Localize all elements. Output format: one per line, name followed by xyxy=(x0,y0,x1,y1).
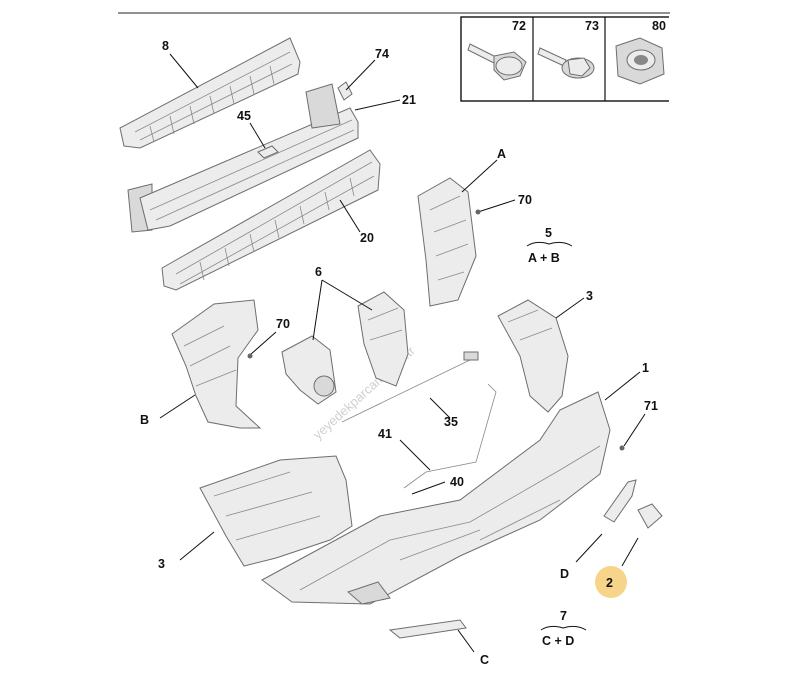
leader-C xyxy=(457,629,475,653)
part-B-side-bracket xyxy=(171,299,262,429)
leader-20 xyxy=(339,199,361,233)
leader-3-upper xyxy=(555,297,585,319)
part-3-left-panel xyxy=(199,455,353,567)
label-5-contents: A + B xyxy=(528,251,560,265)
flange-nut-icon xyxy=(615,37,665,85)
label-5: 5 xyxy=(545,226,552,240)
part-71-screw xyxy=(619,445,625,451)
fastener-table: 72 73 80 xyxy=(460,14,679,104)
leader-2 xyxy=(621,537,639,567)
leader-45 xyxy=(249,122,266,149)
leader-35 xyxy=(429,397,451,419)
flange-bolt-icon xyxy=(467,43,527,81)
fastener-80-label: 80 xyxy=(652,19,666,33)
leader-41 xyxy=(399,439,431,471)
leader-40 xyxy=(411,481,446,495)
label-B: B xyxy=(140,413,149,427)
label-1: 1 xyxy=(642,361,649,375)
part-70-upper-screw xyxy=(475,209,481,215)
part-6-bumper-guides xyxy=(281,291,409,405)
part-3-right-corner xyxy=(497,299,569,413)
part-45-clip xyxy=(257,145,279,159)
part-D-reflector xyxy=(603,479,637,523)
fastener-72-label: 72 xyxy=(512,19,526,33)
label-74: 74 xyxy=(375,47,389,61)
leader-6a xyxy=(312,279,323,341)
highlight-2 xyxy=(595,566,627,598)
part-1-bumper-cover xyxy=(261,391,611,605)
label-20: 20 xyxy=(360,231,374,245)
part-C-reflector xyxy=(388,619,467,639)
label-41: 41 xyxy=(378,427,392,441)
part-21-reinforcement-beam xyxy=(127,83,359,233)
part-20-lower-absorber xyxy=(161,149,381,291)
label-21: 21 xyxy=(402,93,416,107)
washer-bolt-icon xyxy=(537,47,595,79)
part-2-trim xyxy=(637,503,663,529)
label-D: D xyxy=(560,567,569,581)
label-70-lower: 70 xyxy=(276,317,290,331)
leader-A xyxy=(461,159,498,193)
leader-B xyxy=(159,394,196,419)
leader-70-upper xyxy=(477,199,516,213)
part-74-bolt xyxy=(337,81,353,101)
leader-8 xyxy=(169,53,199,89)
label-3-upper: 3 xyxy=(586,289,593,303)
label-A: A xyxy=(497,147,506,161)
label-8: 8 xyxy=(162,39,169,53)
leader-6b xyxy=(321,279,373,311)
label-45: 45 xyxy=(237,109,251,123)
kit-7-group: 7 C + D xyxy=(540,609,587,648)
label-6: 6 xyxy=(315,265,322,279)
part-A-side-bracket xyxy=(417,177,477,307)
label-40: 40 xyxy=(450,475,464,489)
part-70-lower-screw xyxy=(247,353,253,359)
part-8-impact-absorber xyxy=(119,37,301,149)
label-2: 2 xyxy=(606,576,613,590)
fastener-73-label: 73 xyxy=(585,19,599,33)
leader-1 xyxy=(604,371,641,401)
label-7-contents: C + D xyxy=(542,634,574,648)
leader-D xyxy=(575,533,603,563)
part-41-wire xyxy=(403,383,497,489)
leader-70-lower xyxy=(249,331,277,356)
kit-5-group: 5 A + B xyxy=(526,226,573,265)
label-71: 71 xyxy=(644,399,658,413)
leader-3-lower xyxy=(179,531,215,561)
part-35-harness xyxy=(341,351,479,423)
label-7: 7 xyxy=(560,609,567,623)
leader-71 xyxy=(623,413,646,447)
leader-74 xyxy=(345,59,376,91)
label-70-upper: 70 xyxy=(518,193,532,207)
leader-21 xyxy=(354,99,401,111)
label-3-lower: 3 xyxy=(158,557,165,571)
label-C: C xyxy=(480,653,489,667)
label-35: 35 xyxy=(444,415,458,429)
